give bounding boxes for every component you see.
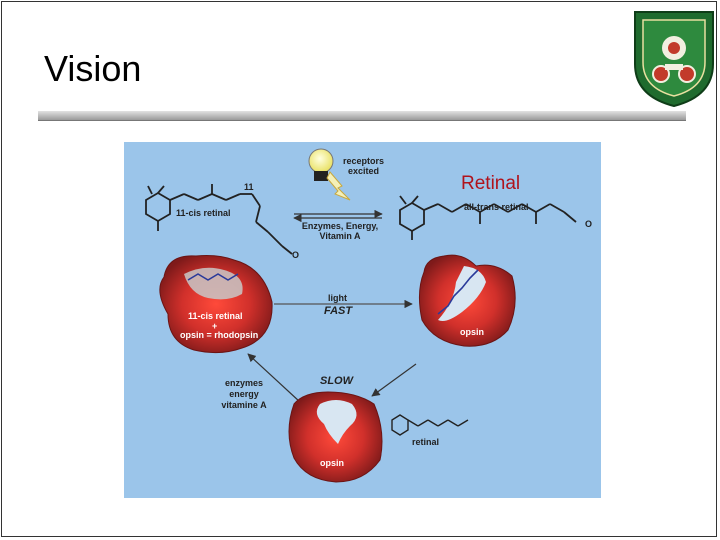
fast-label: FAST bbox=[324, 305, 353, 317]
free-retinal-structure bbox=[391, 414, 469, 436]
trans-retinal-label: all-trans retinal bbox=[464, 202, 529, 212]
cis-retinal-label: 11-cis retinal bbox=[176, 208, 231, 218]
regeneration-label-line2: energy bbox=[229, 389, 259, 399]
regeneration-arrow bbox=[247, 353, 301, 403]
university-logo bbox=[634, 11, 714, 108]
regeneration-label-line1: enzymes bbox=[224, 378, 264, 388]
opsin-protein bbox=[288, 391, 383, 483]
title-divider bbox=[38, 111, 686, 121]
receptors-label-line1: receptors bbox=[343, 156, 385, 166]
cis-position-number: 11 bbox=[244, 182, 254, 192]
rhodopsin-protein bbox=[159, 255, 273, 354]
rhodopsin-label-line2: + bbox=[212, 321, 218, 331]
slow-label: SLOW bbox=[320, 375, 353, 387]
light-bulb-icon bbox=[308, 148, 351, 201]
free-retinal-label: retinal bbox=[412, 437, 440, 447]
cis-retinal-structure bbox=[145, 184, 293, 255]
rhodopsin-label-line1: 11-cis retinal bbox=[188, 311, 243, 321]
trans-retinal-structure bbox=[399, 195, 577, 240]
enzymes-label-line2: Vitamin A bbox=[319, 231, 361, 241]
rhodopsin-label-line3: opsin = rhodopsin bbox=[180, 330, 259, 340]
slide-title: Vision bbox=[44, 48, 142, 89]
retinal-highlight-label: Retinal bbox=[461, 173, 521, 194]
activated-rhodopsin-protein bbox=[418, 254, 516, 347]
slow-arrow bbox=[371, 363, 417, 397]
opsin-right-label: opsin bbox=[460, 327, 484, 337]
receptors-label-line2: excited bbox=[348, 166, 380, 176]
oxygen-right-label: O bbox=[585, 219, 593, 229]
visual-cycle-diagram: Retinal receptors excited 11 11-cis reti… bbox=[124, 142, 601, 498]
light-label: light bbox=[328, 293, 347, 303]
opsin-bottom-label: opsin bbox=[320, 458, 344, 468]
oxygen-left-label: O bbox=[292, 250, 300, 260]
enzymes-label-line1: Enzymes, Energy, bbox=[301, 221, 379, 231]
regeneration-label-line3: vitamine A bbox=[221, 400, 267, 410]
